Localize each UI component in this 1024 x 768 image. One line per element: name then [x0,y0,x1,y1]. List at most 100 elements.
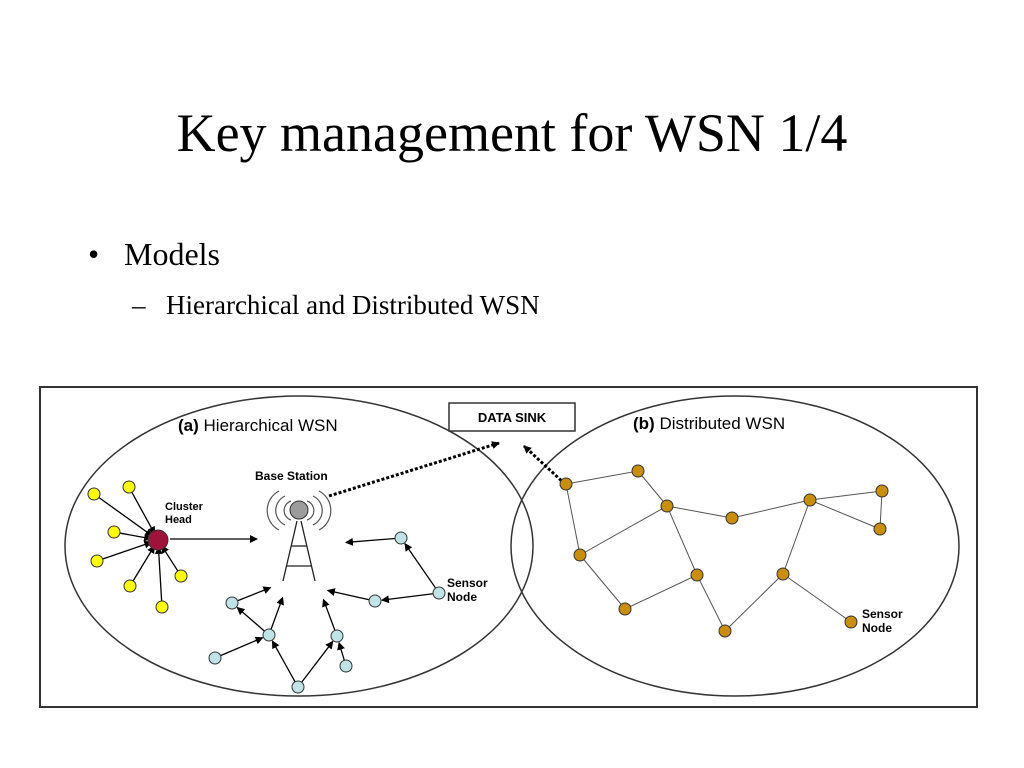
distributed-node [660,499,674,513]
mesh-edge [696,574,726,632]
member-arrow [98,496,154,537]
distributed-prefix: (b) [633,414,655,433]
arrow-edge [322,598,336,631]
distributed-node [631,464,645,478]
sensor-node-label-b-1: Sensor [862,607,903,621]
mesh-edge [809,490,883,501]
hierarchical-ellipse [64,395,534,697]
cluster-head-label: Cluster Head [165,501,206,526]
sensor-node [291,680,305,694]
arrow-edge [270,596,284,630]
cluster-member-node [87,487,101,501]
slide-title: Key management for WSN 1/4 [176,103,848,163]
base-station-label: Base Station [255,469,328,483]
arrow-edge [271,640,296,683]
tower [282,520,316,582]
cluster-member-node [174,569,188,583]
distributed-node [573,548,587,562]
cluster-member-node [155,600,169,614]
member-arrow [161,545,179,572]
distributed-title-text: Distributed WSN [659,414,785,433]
distributed-node [844,615,858,629]
mesh-edge [666,505,733,519]
distributed-node [618,602,632,616]
cluster-member-node [90,554,104,568]
mesh-edge [731,499,811,519]
figure-frame [39,386,978,708]
hierarchical-title-text: Hierarchical WSN [204,416,338,435]
mesh-edge [579,554,626,610]
sensor-node [208,651,222,665]
sensor-node [394,531,408,545]
cluster-member-node [123,579,137,593]
base-station-node [289,500,309,520]
bullet-mark: • [88,236,100,272]
edges-layer [98,441,883,683]
arrow-edge [326,588,370,601]
mesh-edge [809,499,881,530]
hierarchical-title: (a) Hierarchical WSN [178,416,338,435]
member-arrow [119,532,153,542]
mesh-edge [565,483,581,556]
network-to-sink-link [522,444,567,486]
mesh-edge [579,505,668,556]
cluster-member-node [122,480,136,494]
data-sink-box [448,402,576,432]
radio-waves [266,490,332,531]
sensor-node [262,628,276,642]
bullet-item: • Models [88,232,220,276]
mesh-edge [565,470,639,485]
distributed-node [718,624,732,638]
sensor-node [432,586,446,600]
member-arrow [102,540,153,560]
nodes-layer [87,464,889,694]
member-arrow [131,491,156,535]
mesh-edge [624,574,698,610]
distributed-node [803,493,817,507]
sensor-node-label-b-2: Node [862,621,892,635]
mesh-edge [782,573,852,623]
arrow-edge [236,606,265,632]
wsn-diagram: DATA SINK (a) Hierarchical WSN (b) Distr… [39,386,978,708]
distributed-title: (b) Distributed WSN [633,414,785,433]
arrow-edge [380,593,434,604]
bullet-text: Models [124,236,220,272]
cluster-member-node [107,525,121,539]
arrow-edge [404,542,437,589]
cluster-head-label-2: Head [165,514,192,526]
sub-bullet-mark: – [132,290,146,320]
arrow-edge [220,636,264,657]
distributed-node [873,522,887,536]
sensor-node-label-a-2: Node [447,590,477,604]
arrow-edge [301,640,334,683]
mesh-edge [724,573,784,632]
cluster-head-label-1: Cluster [165,501,204,513]
arrow-edge [337,641,345,661]
distributed-node [690,568,704,582]
sensor-node-label-a: Sensor Node [447,576,491,604]
distributed-node [725,511,739,525]
sensor-node [339,659,353,673]
sensor-node-label-a-1: Sensor [447,576,488,590]
mesh-edge [666,505,698,576]
mesh-edge [637,470,668,507]
sensor-node [368,594,382,608]
mesh-edge [782,499,811,575]
sub-bullet-text: Hierarchical and Distributed WSN [166,290,540,320]
distributed-node [776,567,790,581]
distributed-node [559,477,573,491]
member-arrow [132,545,155,582]
sensor-node [330,629,344,643]
arrow-edge [344,537,396,546]
distributed-ellipse [510,395,960,697]
member-arrow [154,545,163,602]
sub-bullet-item: –Hierarchical and Distributed WSN [132,286,540,324]
data-sink-label: DATA SINK [478,410,547,425]
distributed-node [875,484,889,498]
hierarchical-prefix: (a) [178,416,199,435]
sensor-node [225,596,239,610]
arrow-edge [237,586,272,602]
sensor-node-label-b: Sensor Node [862,607,906,635]
cluster-head-node [147,529,169,551]
